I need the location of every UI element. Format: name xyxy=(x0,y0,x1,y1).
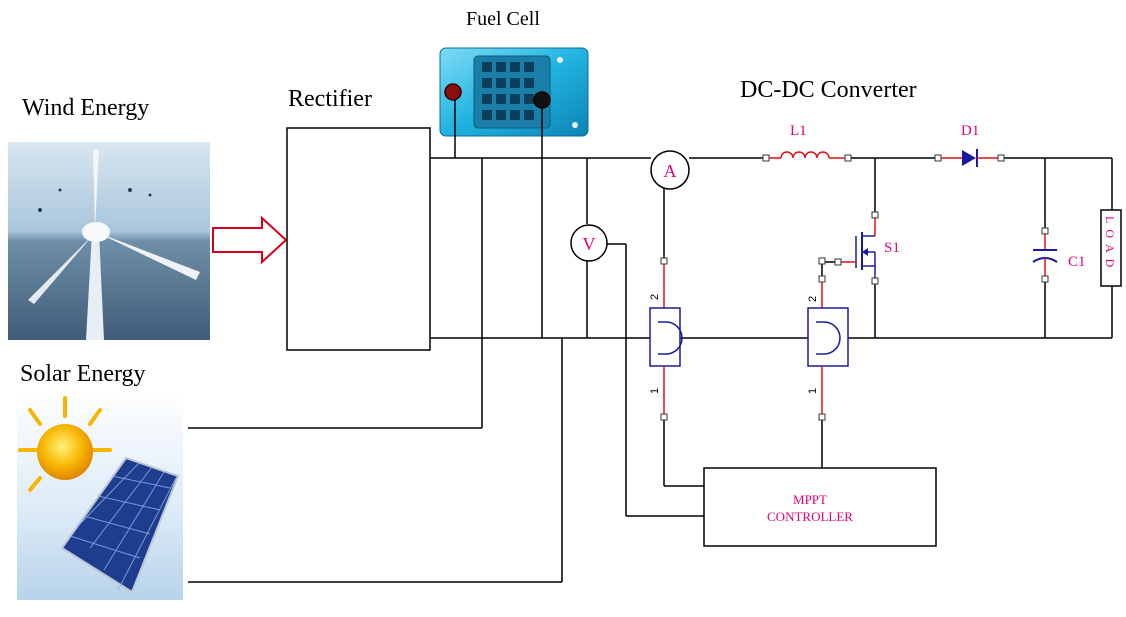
current-sensor-2: 2 1 xyxy=(807,257,849,421)
controller-label-line1: MPPT xyxy=(793,492,827,507)
wind-turbine-icon xyxy=(8,142,210,340)
sensor1-pin-bottom: 1 xyxy=(649,388,661,394)
ammeter-symbol: A xyxy=(664,161,677,181)
rectifier-label: Rectifier xyxy=(288,86,372,112)
inductor-label: L1 xyxy=(790,123,807,139)
sensor1-pin-top: 2 xyxy=(649,294,661,300)
diode-label: D1 xyxy=(961,123,979,139)
voltmeter-symbol: V xyxy=(583,234,596,254)
solar-panel-icon xyxy=(17,390,183,600)
diode-d1: D1 xyxy=(934,123,1005,167)
capacitor-c1: C1 xyxy=(1032,227,1086,283)
wind-to-rectifier-arrow xyxy=(212,215,288,265)
controller-label-line2: CONTROLLER xyxy=(767,509,853,524)
capacitor-label: C1 xyxy=(1068,254,1086,270)
mosfet-switch-s1: S1 xyxy=(834,211,900,285)
mppt-controller: MPPT CONTROLLER xyxy=(703,467,937,547)
switch-label: S1 xyxy=(884,240,900,256)
solar-energy-label: Solar Energy xyxy=(20,361,146,387)
sensor2-pin-top: 2 xyxy=(807,296,819,302)
load-label: LOAD xyxy=(1103,216,1117,273)
wind-energy-label: Wind Energy xyxy=(22,95,149,121)
sensor2-pin-bottom: 1 xyxy=(807,388,819,394)
rectifier-box xyxy=(286,127,431,351)
circuit-wires xyxy=(188,100,1113,583)
voltmeter: V xyxy=(570,224,608,262)
dc-dc-converter-label: DC-DC Converter xyxy=(740,77,917,103)
load-resistor: LOAD xyxy=(1100,209,1122,287)
fuel-cell-icon xyxy=(439,47,589,137)
fuel-cell-label: Fuel Cell xyxy=(466,8,540,30)
ammeter: A xyxy=(650,150,690,190)
inductor-l1: L1 xyxy=(762,123,852,162)
current-sensor-1: 2 1 xyxy=(649,257,683,421)
